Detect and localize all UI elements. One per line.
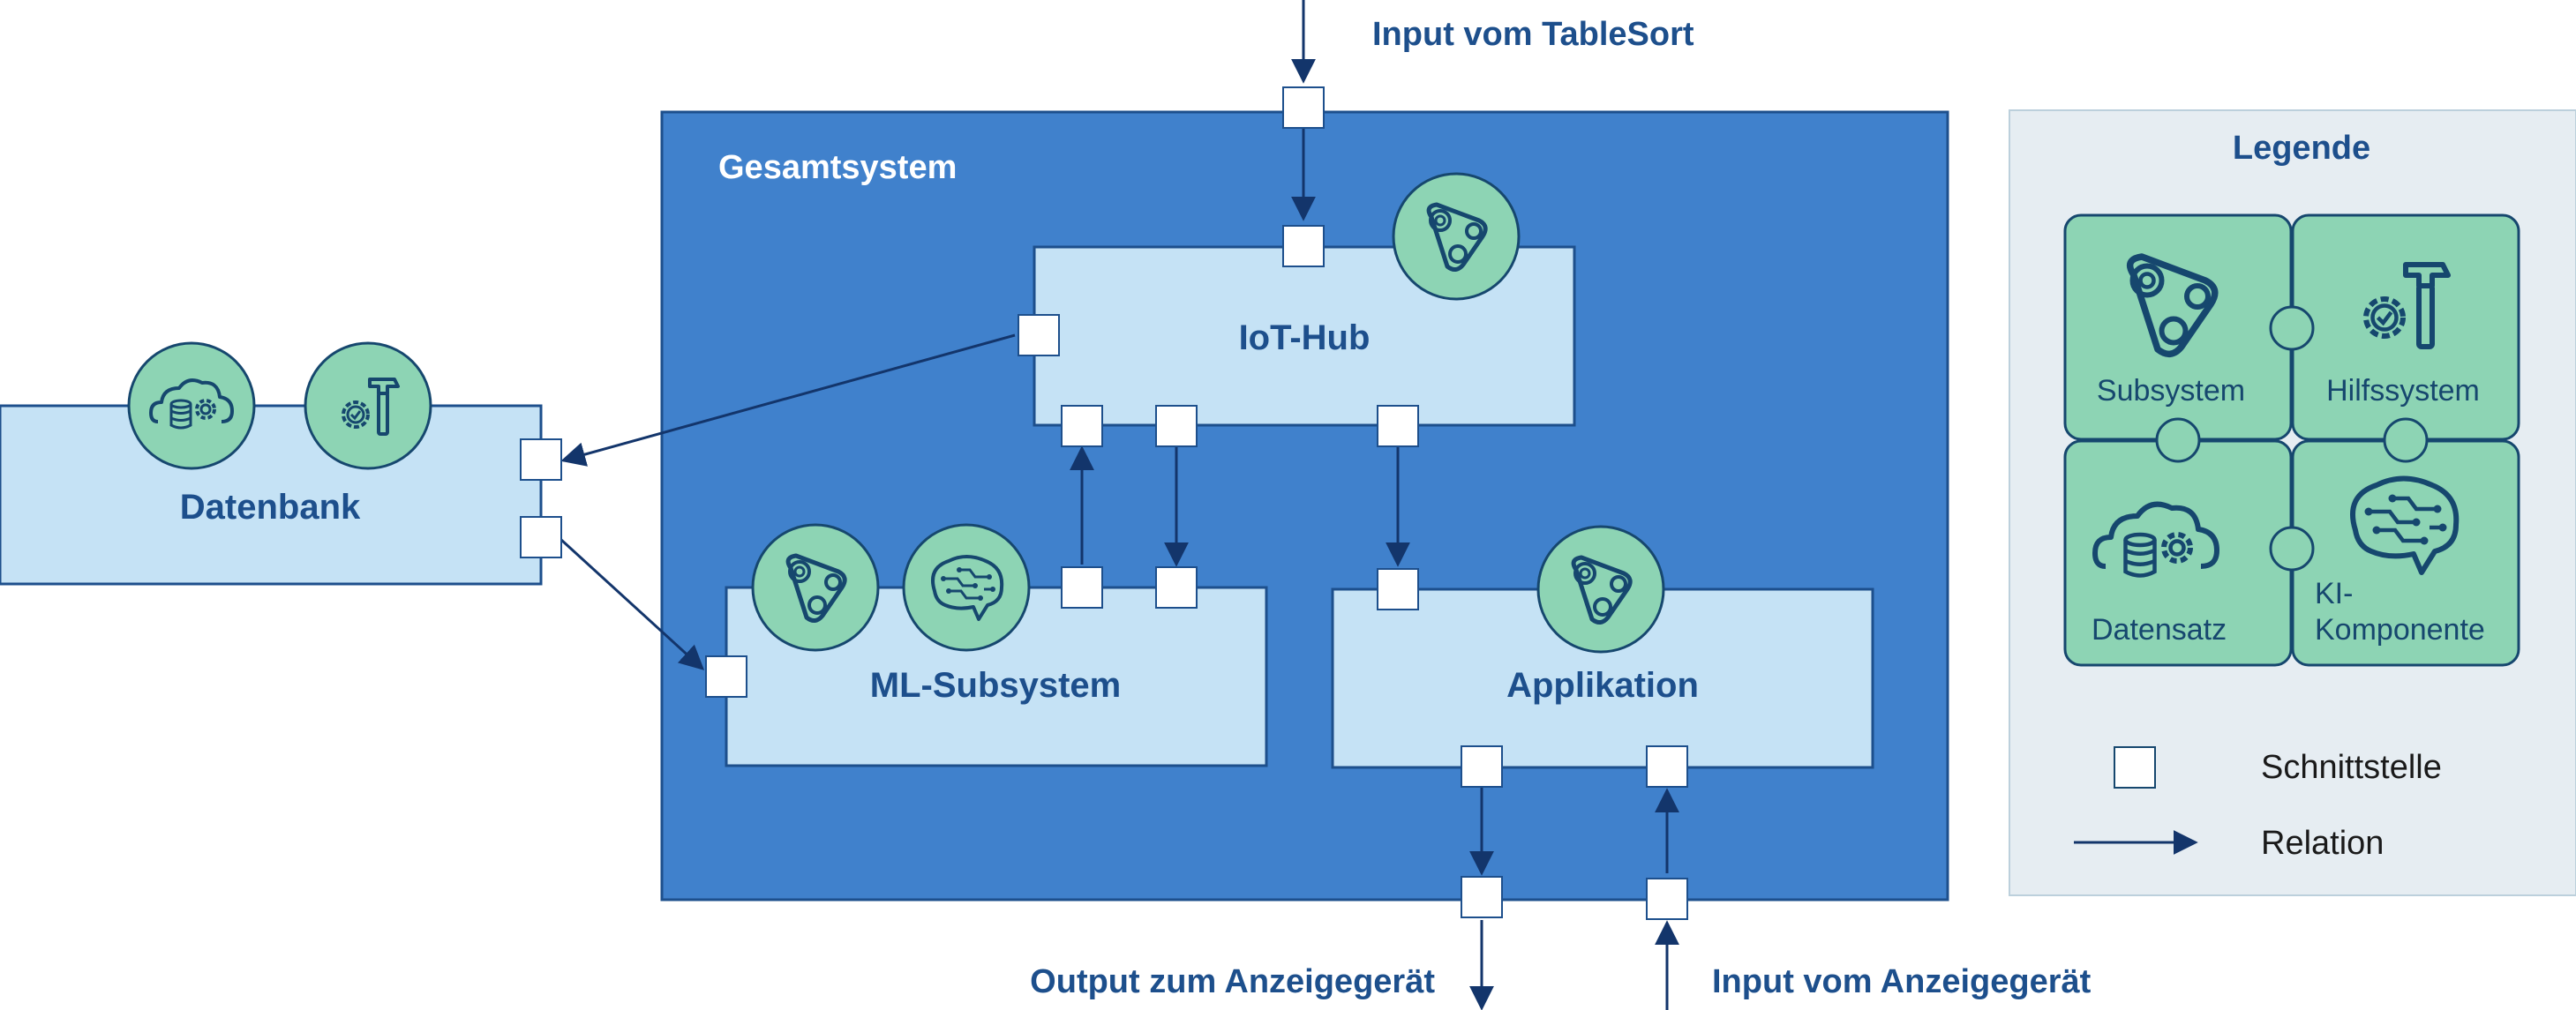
interface-iothub-left <box>1018 314 1060 356</box>
interface-iothub-bottom-2 <box>1155 405 1198 447</box>
legend-puzzle-knobs <box>2155 305 2429 572</box>
legend-interface-label: Schnittstelle <box>2261 749 2442 786</box>
ml-subsystem-subsystem-icon <box>751 523 880 652</box>
legend: Legende Subsystem Hilfssystem Datensatz … <box>2009 109 2576 896</box>
relation-datenbank-to-ml <box>560 538 705 670</box>
datenbank-component: Datenbank <box>0 404 543 586</box>
legend-subsystem-label: Subsystem <box>2097 374 2245 408</box>
interface-iothub-top <box>1282 225 1325 267</box>
interface-applikation-bottom-1 <box>1461 745 1503 788</box>
interface-system-top <box>1282 86 1325 129</box>
ml-subsystem-label: ML-Subsystem <box>870 666 1122 705</box>
interface-datenbank-2 <box>520 516 562 558</box>
label-input-display: Input vom Anzeigegerät <box>1712 963 2092 1000</box>
applikation-subsystem-icon <box>1536 525 1665 654</box>
label-input-tablesort: Input vom TableSort <box>1372 16 1694 53</box>
datenbank-datensatz-icon <box>127 341 256 470</box>
interfaces <box>520 86 1688 920</box>
ml-subsystem-ki-icon <box>902 523 1031 652</box>
interface-applikation-top <box>1377 568 1419 610</box>
interface-ml-top-1 <box>1061 566 1103 609</box>
iot-hub-label: IoT-Hub <box>1239 318 1371 357</box>
gesamtsystem-label: Gesamtsystem <box>718 149 957 186</box>
relation-iothub-to-datenbank <box>560 333 1016 467</box>
interface-iothub-bottom-3 <box>1377 405 1419 447</box>
legend-hilfssystem-label: Hilfssystem <box>2326 374 2480 408</box>
legend-title: Legende <box>2233 130 2370 167</box>
datenbank-hilfssystem-icon <box>304 341 432 470</box>
iot-hub-subsystem-icon <box>1392 172 1521 301</box>
applikation-label: Applikation <box>1506 666 1699 705</box>
legend-ki-label-line2: Komponente <box>2315 613 2485 647</box>
interface-system-bottom-2 <box>1646 878 1688 920</box>
interface-iothub-bottom-1 <box>1061 405 1103 447</box>
interface-system-bottom-1 <box>1461 876 1503 918</box>
label-output-display: Output zum Anzeigegerät <box>1030 963 1435 1000</box>
legend-interface-square <box>2114 746 2156 789</box>
datenbank-label: Datenbank <box>180 488 361 527</box>
interface-ml-left <box>705 655 747 698</box>
relations <box>560 0 1679 1010</box>
legend-ki-label-line1: KI- <box>2315 577 2353 610</box>
legend-relation-label: Relation <box>2261 825 2384 862</box>
interface-applikation-bottom-2 <box>1646 745 1688 788</box>
legend-datensatz-label: Datensatz <box>2092 613 2227 647</box>
interface-ml-top-2 <box>1155 566 1198 609</box>
interface-datenbank-1 <box>520 438 562 481</box>
